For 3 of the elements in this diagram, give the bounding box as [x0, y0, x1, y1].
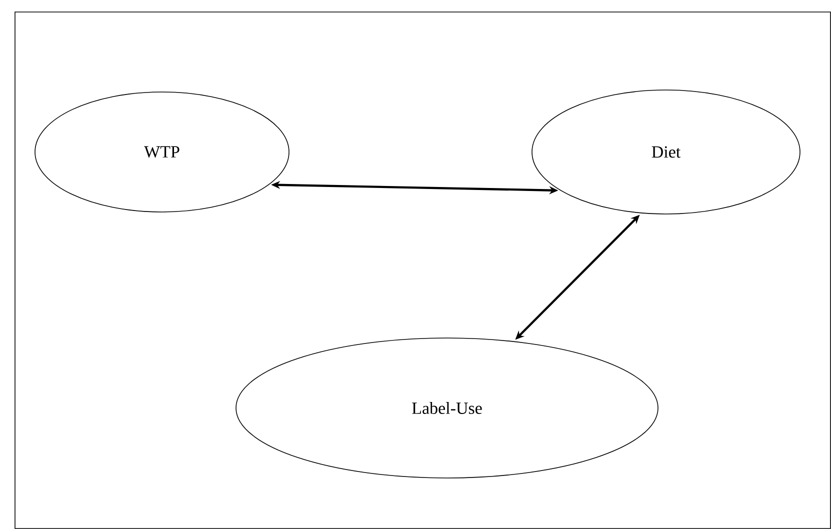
ellipse-node: Diet	[532, 90, 800, 214]
ellipse-node: WTP	[34, 92, 290, 212]
ellipse-node: Label-Use	[236, 338, 658, 478]
